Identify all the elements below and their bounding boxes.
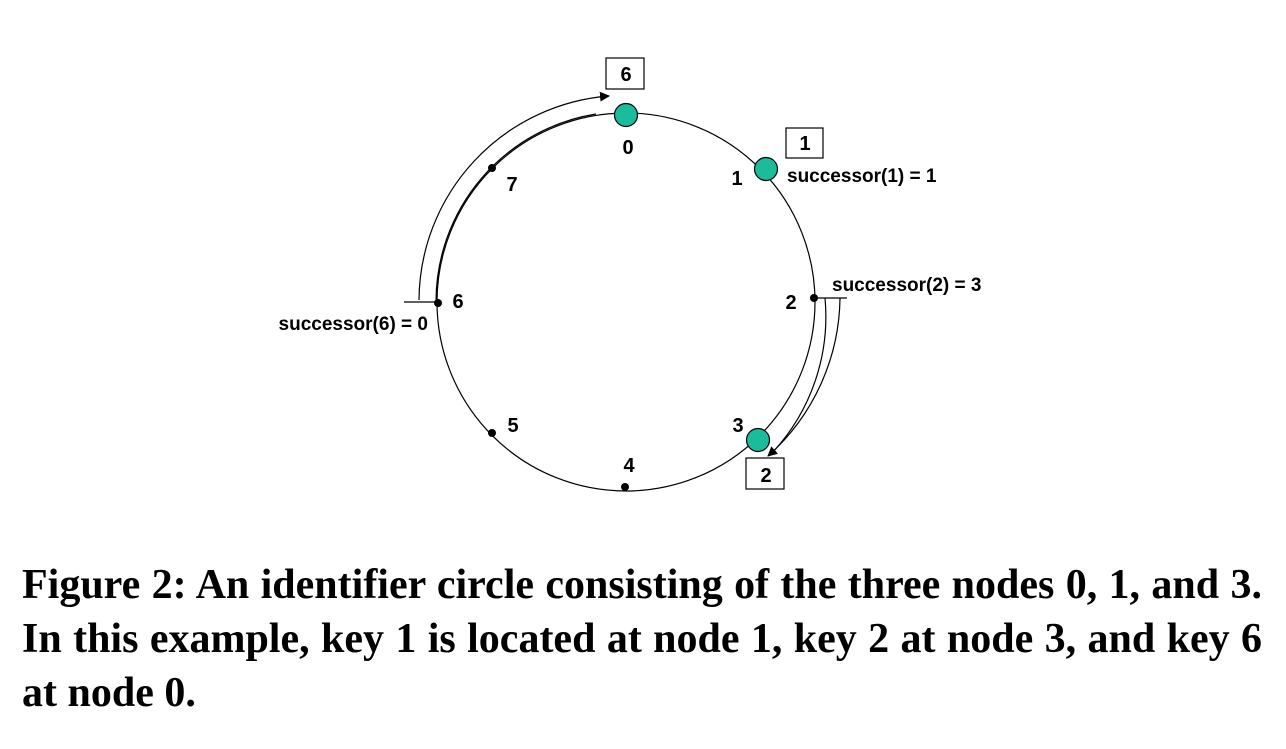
key-box-6-label: 6	[620, 64, 631, 86]
node-1-marker	[753, 156, 779, 182]
successor-6-label: successor(6) = 0	[279, 314, 428, 335]
arrow-key2-to-node3	[767, 297, 847, 457]
identifier-circle-diagram: 0 1 2 3 4 5 6 7 6 1 2 successor(1) = 1 s…	[279, 57, 981, 492]
identifier-label-0: 0	[622, 137, 633, 159]
successor-2-label: successor(2) = 3	[832, 275, 981, 296]
identifier-label-1: 1	[731, 168, 742, 190]
successor-1-label: successor(1) = 1	[787, 166, 937, 187]
arrow-key6-to-node0	[404, 91, 610, 303]
identifier-dot-7	[488, 164, 496, 172]
key-box-2: 2	[745, 457, 785, 490]
key-box-1: 1	[785, 127, 824, 159]
identifier-dot-4	[621, 483, 629, 491]
key-box-1-label: 1	[799, 133, 810, 155]
identifier-dot-2	[810, 294, 818, 302]
identifier-label-2: 2	[785, 292, 796, 314]
key-box-2-label: 2	[760, 465, 771, 487]
node-0-marker	[613, 102, 639, 128]
identifier-label-6: 6	[452, 291, 463, 313]
identifier-label-5: 5	[507, 415, 518, 437]
identifier-dot-5	[488, 429, 496, 437]
identifier-label-7: 7	[506, 174, 517, 196]
identifier-label-4: 4	[623, 455, 635, 477]
identifier-label-3: 3	[732, 415, 743, 437]
identifier-dot-6	[434, 299, 442, 307]
figure-caption: Figure 2: An identifier circle consistin…	[22, 562, 1262, 716]
node-3-marker	[745, 427, 771, 453]
key-box-6: 6	[605, 57, 645, 90]
